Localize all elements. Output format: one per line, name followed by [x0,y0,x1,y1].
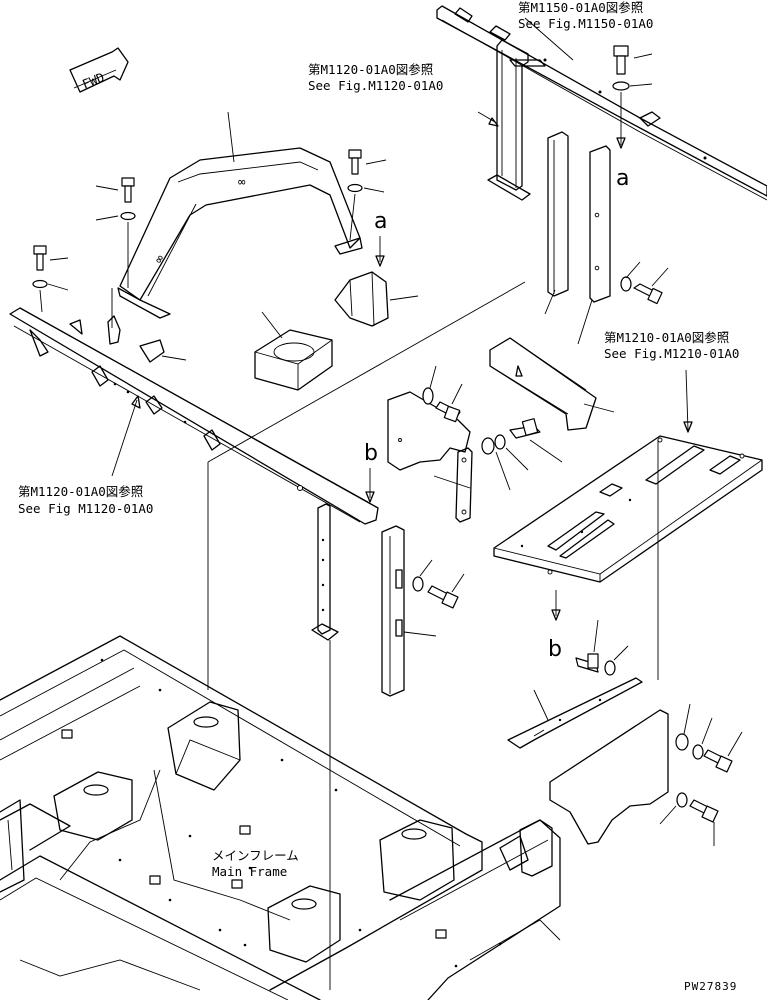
leader-m1120-top [477,111,496,123]
cutout-plate [549,709,669,845]
bolt-strip [481,418,563,491]
left-beam [9,307,379,525]
drawing-number: PW27839 [684,980,737,993]
bolt-u-channel [412,559,465,609]
plate-long [547,131,569,297]
marker-a-upper: a [616,166,629,191]
bolt-plate [620,261,669,305]
cushion-block [489,337,597,431]
leader-m1120-left [111,399,138,477]
marker-b-upper: b [364,441,378,466]
leader-m1210 [685,369,689,431]
bolt-lower-1 [575,619,629,676]
ref-m1120-left-jp: 第M1120-01A0図参照 [18,484,143,499]
bolt-upper-right [612,45,653,149]
ref-m1210-en: See Fig.M1210-01A0 [604,346,739,361]
bolt-curved-plate [422,365,463,423]
fwd-label: FWD [80,69,107,91]
bolts-lower-right [659,703,743,846]
bolt-arch-right [347,149,387,241]
small-bracket-strip [455,447,473,523]
marker-a-lower: a [374,209,387,234]
angle-bracket [507,677,643,749]
square-pad [254,329,333,391]
main-frame [0,635,561,1000]
bolt-arch-left [95,177,136,288]
upper-rail [436,5,767,201]
plate-with-holes [589,145,611,303]
ref-m1120-top-jp: 第M1120-01A0図参照 [308,62,433,77]
ref-m1120-left-en: See Fig M1120-01A0 [18,501,153,516]
svg-text:∞: ∞ [238,174,246,189]
center-post [311,503,339,641]
marker-b-lower: b [548,637,562,662]
u-channel [381,525,405,697]
main-frame-jp: メインフレーム [212,848,299,863]
arch-bracket: ∞ ∞ [117,147,363,319]
ref-m1150-jp: 第M1150-01A0図参照 [518,0,643,15]
ref-m1120-top-en: See Fig.M1120-01A0 [308,78,443,93]
ref-m1150-en: See Fig.M1150-01A0 [518,16,653,31]
main-frame-en: Main Frame [212,864,287,879]
right-platform [493,435,763,583]
bolt-far-left [32,245,69,313]
ref-m1210-jp: 第M1210-01A0図参照 [604,330,729,345]
vertical-post [487,39,546,201]
fwd-arrow-icon: FWD [69,47,129,93]
mount-bracket [334,271,389,327]
leader-m1150 [524,17,574,61]
